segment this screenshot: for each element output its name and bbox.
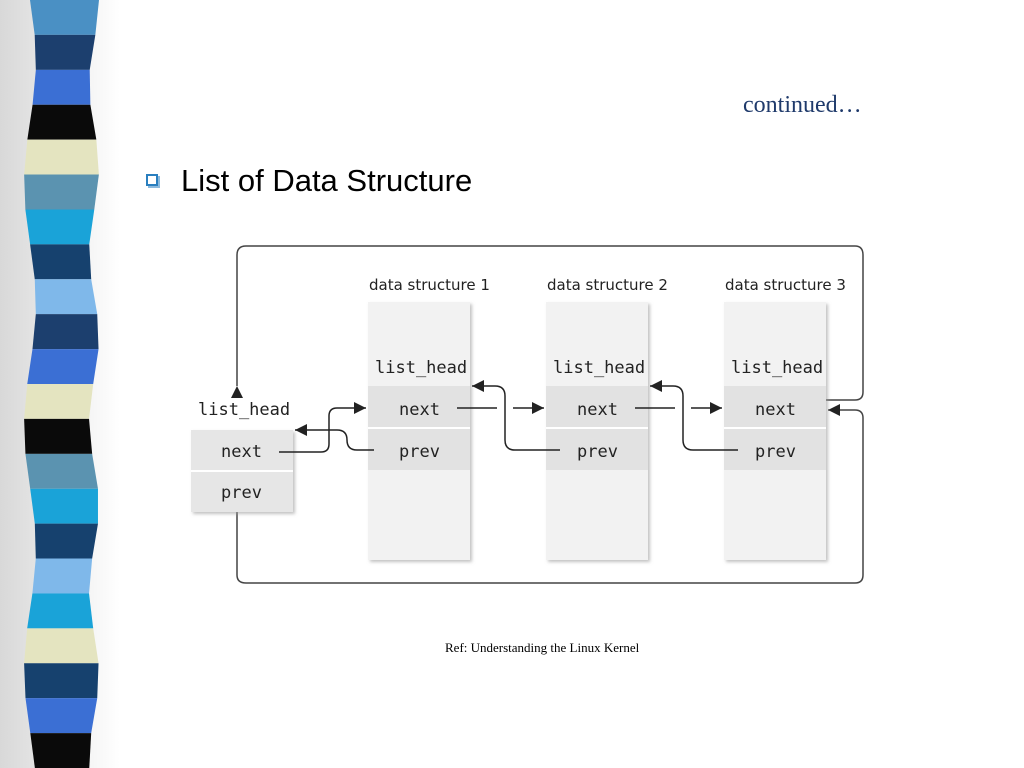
stripe-segment — [24, 628, 99, 664]
standalone-list-head: list_head next prev — [191, 400, 293, 512]
stripe-segment — [25, 698, 98, 734]
ds3-list-head-label: list_head — [731, 358, 823, 378]
stripe-segment — [25, 453, 98, 489]
stripe-segment — [24, 139, 99, 175]
stripe-segment — [32, 558, 93, 594]
stripe-segment — [30, 244, 92, 280]
data-structure-1: data structure 1 list_head next prev — [368, 276, 490, 560]
decorative-stripe-band — [0, 0, 120, 768]
stripe-segment — [30, 733, 92, 768]
stripe-segment — [34, 523, 98, 559]
stripe-segment — [32, 314, 99, 350]
reference-caption: Ref: Understanding the Linux Kernel — [445, 640, 640, 655]
data-structure-2: data structure 2 list_head next prev — [546, 276, 668, 560]
stripe-segment — [24, 174, 99, 210]
data-structure-3: data structure 3 list_head next prev — [724, 276, 846, 560]
stripe-segment — [24, 663, 99, 699]
head-next-label: next — [221, 442, 262, 462]
stripe-segment — [27, 593, 94, 629]
ds1-title: data structure 1 — [369, 276, 490, 294]
linked-list-diagram: list_head next prev data structure 1 lis… — [191, 245, 864, 584]
arrow-ds2-prev — [472, 380, 560, 451]
stripe-segment — [34, 279, 98, 315]
bullet-text: List of Data Structure — [181, 163, 473, 198]
outer-loop-bottom — [236, 404, 864, 584]
continued-label: continued… — [743, 92, 862, 118]
head-prev-label: prev — [221, 483, 262, 503]
stripe-segment — [27, 104, 97, 140]
ds3-prev-label: prev — [755, 442, 796, 462]
stripe-segment — [25, 209, 95, 245]
head-title: list_head — [198, 400, 290, 420]
stripe-segment — [30, 488, 98, 524]
stripe-segment — [24, 418, 93, 454]
ds1-next-label: next — [399, 400, 440, 420]
ds1-prev-label: prev — [399, 442, 440, 462]
stripe-segment — [24, 384, 94, 419]
stripe-segment — [34, 34, 96, 70]
arrow-ds1-prev — [295, 424, 374, 451]
ds3-next-label: next — [755, 400, 796, 420]
ds3-title: data structure 3 — [725, 276, 846, 294]
ds2-title: data structure 2 — [547, 276, 668, 294]
stripe-segment — [30, 0, 99, 35]
stripe-segment — [27, 349, 99, 384]
ds1-list-head-label: list_head — [375, 358, 467, 378]
stripe-segment — [32, 69, 91, 105]
arrow-ds3-prev — [650, 380, 738, 451]
bullet-square-icon — [146, 174, 158, 186]
ds2-list-head-label: list_head — [553, 358, 645, 378]
ds2-prev-label: prev — [577, 442, 618, 462]
ds2-next-label: next — [577, 400, 618, 420]
outer-loop-top — [231, 245, 864, 401]
